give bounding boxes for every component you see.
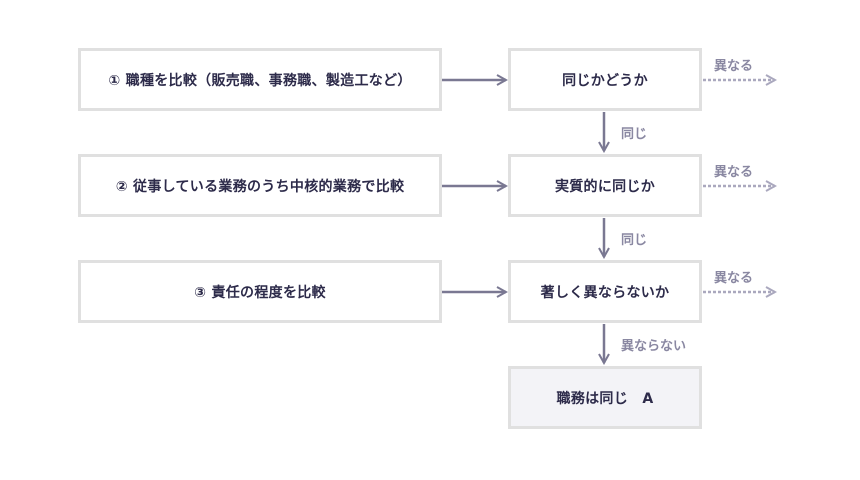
side-label-3: 異なる xyxy=(714,271,754,286)
down-label-3: 異ならない xyxy=(621,339,687,354)
down-label-1: 同じ xyxy=(621,127,648,142)
side-label-2: 異なる xyxy=(714,165,754,180)
check-box-1: 同じかどうか xyxy=(508,48,702,111)
check-label-3: 著しく異ならないか xyxy=(540,284,670,301)
criteria-box-1: ① 職種を比較（販売職、事務職、製造工など） xyxy=(78,48,442,111)
result-box: 職務は同じ A xyxy=(508,366,702,429)
side-label-1: 異なる xyxy=(714,59,754,74)
check-box-2: 実質的に同じか xyxy=(508,154,702,217)
criteria-label-3: ③ 責任の程度を比較 xyxy=(194,284,326,301)
check-label-1: 同じかどうか xyxy=(562,72,648,89)
criteria-box-2: ② 従事している業務のうち中核的業務で比較 xyxy=(78,154,442,217)
check-box-3: 著しく異ならないか xyxy=(508,260,702,323)
criteria-box-3: ③ 責任の程度を比較 xyxy=(78,260,442,323)
result-label: 職務は同じ A xyxy=(556,390,654,407)
criteria-label-2: ② 従事している業務のうち中核的業務で比較 xyxy=(115,178,405,195)
criteria-label-1: ① 職種を比較（販売職、事務職、製造工など） xyxy=(108,72,412,89)
check-label-2: 実質的に同じか xyxy=(554,178,656,195)
down-label-2: 同じ xyxy=(621,233,648,248)
